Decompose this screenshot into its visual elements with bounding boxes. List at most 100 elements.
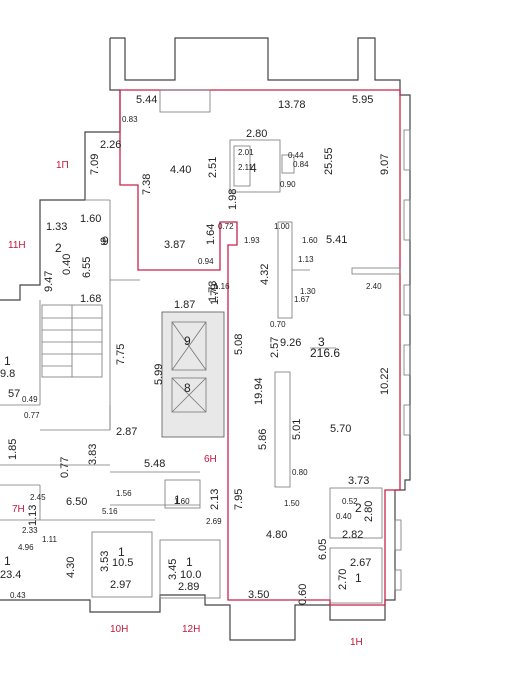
dimension-label: 0.44 [288, 151, 304, 160]
dimension-label: 1.13 [27, 505, 39, 526]
dimension-label: 5.16 [102, 507, 118, 516]
dimension-label: 1.50 [284, 499, 300, 508]
unit-label-12n: 12Н [182, 624, 200, 635]
dimension-label: 0.83 [122, 115, 138, 124]
dimension-label: 5.86 [257, 429, 269, 450]
dimension-label: 7.75 [115, 344, 127, 365]
dimension-label: 4.30 [65, 557, 77, 578]
main-room-area: 216.6 [310, 346, 340, 360]
unit-label-11n: 11Н [8, 240, 26, 251]
dimension-label: 6.55 [81, 257, 93, 278]
dimension-label: 5.70 [330, 423, 351, 435]
unit-label-7n: 7Н [12, 504, 25, 515]
dimension-label: 10.22 [379, 367, 391, 395]
dimension-label: 5.95 [352, 94, 373, 106]
dimension-label: 5.41 [326, 234, 347, 246]
unit-label-6n: 6Н [204, 454, 217, 465]
dimension-label: 19.94 [253, 377, 265, 405]
dimension-label: 2.82 [342, 529, 363, 541]
dimension-label: 9.07 [379, 154, 391, 175]
dimension-label: 0.49 [22, 395, 38, 404]
svg-text:2: 2 [355, 501, 362, 515]
dimension-label: 5.01 [291, 419, 303, 440]
dimension-label: 2.67 [350, 557, 371, 569]
unit-label-1n: 1Н [350, 637, 363, 648]
windows [394, 129, 411, 591]
dimension-label: 0.72 [218, 222, 234, 231]
dimension-label: 1.33 [46, 221, 67, 233]
dimension-label: 4.96 [18, 543, 34, 552]
dimension-label: 13.78 [278, 99, 306, 111]
dimension-label: 2.33 [22, 526, 38, 535]
dimension-label: 2.51 [207, 157, 219, 178]
dimension-label: 2.87 [116, 426, 137, 438]
dimension-label: 0.94 [198, 257, 214, 266]
dimension-label: 1.68 [80, 293, 101, 305]
dimension-label: 1.79 [209, 284, 221, 305]
svg-text:1: 1 [118, 545, 125, 559]
svg-text:1: 1 [4, 354, 11, 368]
svg-text:8: 8 [184, 381, 191, 395]
dimension-label: 0.40 [336, 512, 352, 521]
dimension-label: 1.93 [244, 236, 260, 245]
svg-text:1: 1 [355, 571, 362, 585]
dimension-label: 0.43 [10, 591, 26, 600]
dimension-label: 2.13 [209, 489, 221, 510]
dimension-label: 7.38 [141, 174, 153, 195]
dimension-label: 2.11 [238, 163, 254, 172]
dimension-label: 0.77 [24, 411, 40, 420]
dimension-label: 5.08 [233, 334, 245, 355]
svg-text:1: 1 [174, 493, 181, 507]
svg-text:9.8: 9.8 [0, 368, 15, 380]
unit-label-10n: 10Н [110, 624, 128, 635]
dimension-label: 2.40 [366, 282, 382, 291]
dimension-label: 1.98 [227, 189, 239, 210]
dimension-label: 3.83 [87, 444, 99, 465]
unit-boundary [119, 89, 401, 606]
dimension-label: 1.16 [214, 282, 230, 291]
dimension-label: 5.99 [153, 364, 165, 385]
dimension-label: 1.13 [298, 255, 314, 264]
svg-text:9: 9 [184, 334, 191, 348]
dimension-label: 1.60 [80, 213, 101, 225]
dimension-label: 0.77 [59, 457, 71, 478]
dimension-label: 1.11 [42, 535, 58, 544]
elevators [161, 311, 225, 438]
dimension-label: 1.85 [7, 439, 19, 460]
dimension-label: 1.64 [205, 224, 217, 245]
staircase [41, 304, 103, 378]
dimension-label: 5.48 [144, 458, 165, 470]
dimension-label: 0.84 [293, 160, 309, 169]
room-numbers: 4 2 9 9 8 2 1 1 1 1 1 1 [4, 161, 362, 585]
svg-text:4: 4 [250, 161, 257, 175]
svg-text:10.5: 10.5 [112, 557, 133, 569]
dimension-label: 1.60 [302, 236, 318, 245]
main-room-number: 3 [318, 335, 325, 349]
svg-text:1: 1 [186, 555, 193, 569]
dimension-label: 2.57 [269, 337, 281, 358]
dimension-label: 1.30 [300, 287, 316, 296]
dimension-label: 6.50 [66, 496, 87, 508]
dimension-label: 0.70 [270, 320, 286, 329]
dimension-label: 2.26 [100, 139, 121, 151]
dimension-label: 6.05 [317, 539, 329, 560]
dimension-label: 2.45 [30, 493, 46, 502]
dimension-label: 1.73 [207, 281, 219, 302]
dimension-label: 3.50 [248, 589, 269, 601]
dimension-label: 7.09 [89, 154, 101, 175]
dimension-label: 1.67 [294, 295, 310, 304]
dimension-label: 0.40 [61, 254, 73, 275]
dimension-label: 2.97 [110, 579, 131, 591]
dimension-label: 0.90 [280, 180, 296, 189]
unit-label-1p: 1П [56, 160, 69, 171]
dimension-label: 57 [8, 388, 20, 400]
dimension-label: 0.52 [342, 497, 358, 506]
dimension-label: 2.01 [238, 148, 254, 157]
dimension-label: 0.80 [292, 468, 308, 477]
dimension-label: 7.95 [233, 489, 245, 510]
building-walls [0, 37, 411, 641]
dimension-label: 1.87 [174, 299, 195, 311]
dimension-label: 9.47 [43, 271, 55, 292]
